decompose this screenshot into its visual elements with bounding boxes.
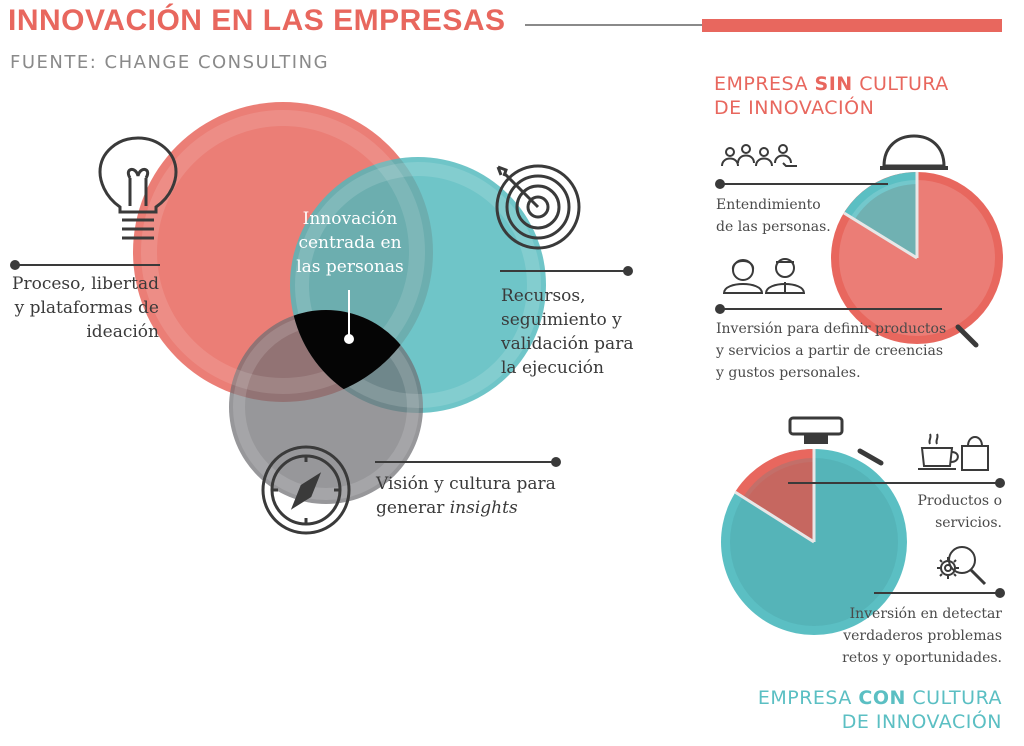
title-accent-bar xyxy=(702,19,1002,32)
con-heading-line2: DE INNOVACIÓN xyxy=(841,711,1002,733)
con-heading-bold: CON xyxy=(858,687,906,709)
sin-investment-label: Inversión para definir productos y servi… xyxy=(716,321,947,381)
sin-cultura-heading: EMPRESA SIN CULTURA DE INNOVACIÓN xyxy=(714,72,994,120)
sin-cultura-pie xyxy=(831,172,1003,344)
page-title: INNOVACIÓN EN LAS EMPRESAS xyxy=(8,4,506,37)
con-cultura-heading: EMPRESA CON CULTURA DE INNOVACIÓN xyxy=(730,686,1002,734)
target-icon xyxy=(495,164,581,250)
coffee-cup-icon xyxy=(918,433,959,470)
con-products-label: Productos o servicios. xyxy=(917,493,1002,531)
gear-magnifier-icon xyxy=(937,546,987,586)
sin-people-label: Entendimiento de las personas. xyxy=(716,197,831,235)
cloche-icon xyxy=(880,134,948,170)
sin-heading-bold: SIN xyxy=(814,73,853,95)
con-heading-part1: EMPRESA xyxy=(757,687,859,709)
sin-heading-part1: EMPRESA xyxy=(714,73,815,95)
people-icon xyxy=(721,144,797,167)
venn-bottom-label: Visión y cultura para generar insights xyxy=(376,472,576,520)
venn-intersection-core xyxy=(290,310,423,402)
venn-center-label: Innovación centrada en las personas xyxy=(296,209,404,277)
venn-left-label: Proceso, libertad y plataformas de ideac… xyxy=(12,274,159,342)
shopping-bag-icon xyxy=(961,436,989,471)
venn-bottom-label-italic: insights xyxy=(449,498,518,518)
sin-heading-line2: DE INNOVACIÓN xyxy=(714,97,875,119)
sin-heading-part2: CULTURA xyxy=(852,73,949,95)
venn-bottom-label-text: Visión y cultura para generar xyxy=(376,474,556,518)
lightbulb-icon xyxy=(98,136,178,240)
con-investment-label: Inversión en detectar verdaderos problem… xyxy=(842,606,1002,666)
venn-diagram xyxy=(133,102,546,504)
center-pointer-dot xyxy=(344,334,354,344)
con-heading-part2: CULTURA xyxy=(905,687,1002,709)
consultants-icon xyxy=(722,258,806,294)
stopwatch-icon xyxy=(788,416,884,466)
source-subtitle: FUENTE: CHANGE CONSULTING xyxy=(10,52,330,73)
compass-icon xyxy=(261,445,351,535)
con-cultura-pie xyxy=(721,448,907,635)
venn-right-label: Recursos, seguimiento y validación para … xyxy=(501,286,634,378)
